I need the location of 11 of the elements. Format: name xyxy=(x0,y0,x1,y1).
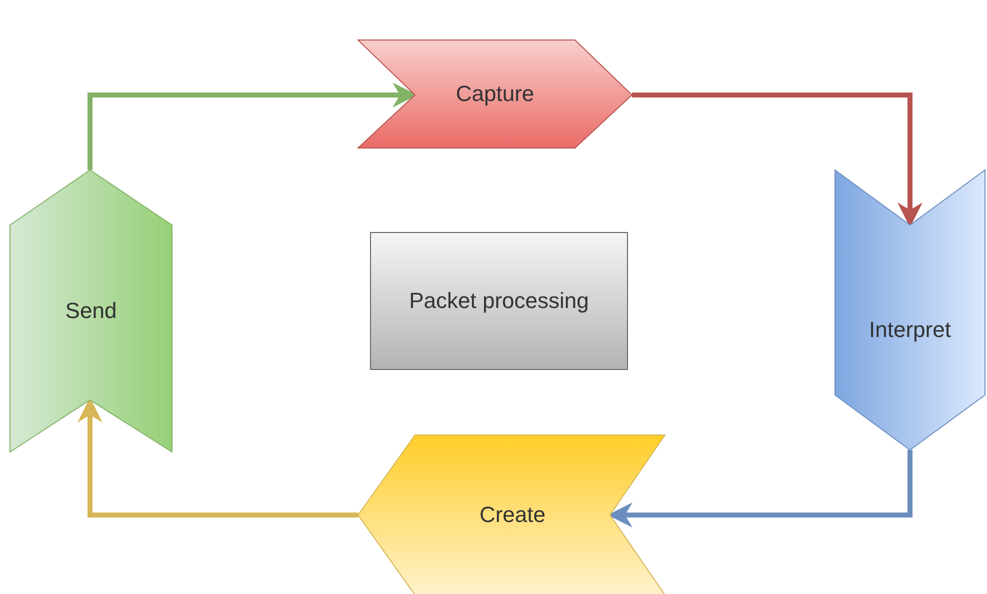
chevron-shape xyxy=(835,170,985,450)
chevron-shape xyxy=(358,435,665,594)
node-label: Packet processing xyxy=(409,286,589,315)
node-label: Interpret xyxy=(869,316,951,344)
node-label: Send xyxy=(65,296,117,325)
arrow xyxy=(78,398,358,518)
process-box xyxy=(370,232,628,370)
chevron-shape xyxy=(10,170,172,452)
node-label: Capture xyxy=(456,80,534,108)
chevron-shape xyxy=(358,40,632,148)
node-label: Create xyxy=(479,500,546,529)
